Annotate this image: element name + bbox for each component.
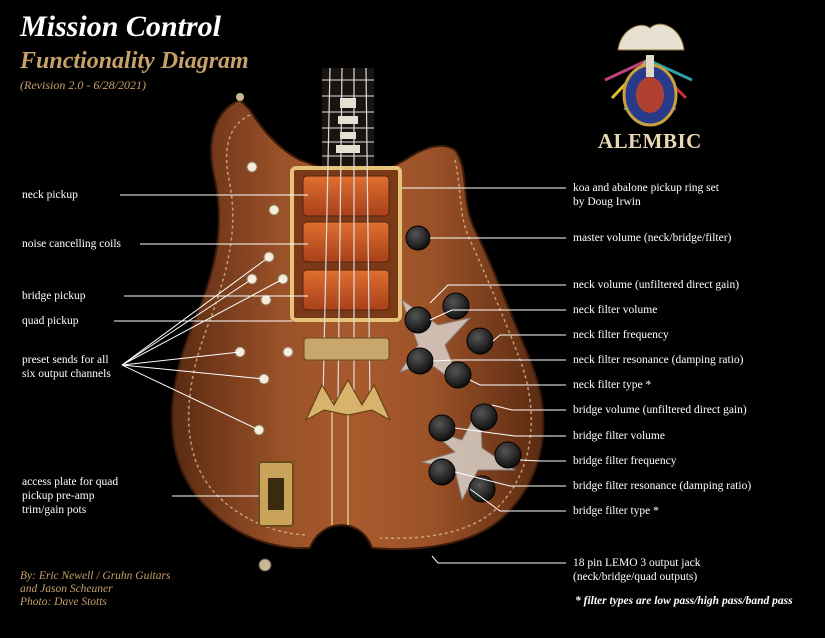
noise-cancelling-coils <box>302 221 390 263</box>
bridge <box>303 337 390 361</box>
bridge-pickup <box>302 269 390 311</box>
label-neck-filter-resonance: neck filter resonance (damping ratio) <box>573 354 744 366</box>
label-bridge-filter-frequency: bridge filter frequency <box>573 455 677 467</box>
alembic-logo-icon <box>604 23 693 127</box>
fret-inlays <box>336 98 360 153</box>
neck-filter-resonance-knob <box>406 347 434 375</box>
label-preset-sends: preset sends for all six output channels <box>22 354 111 380</box>
label-pickup-ring: koa and abalone pickup ring set by Doug … <box>573 182 719 208</box>
control-knobs <box>404 225 522 503</box>
label-bridge-filter-resonance: bridge filter resonance (damping ratio) <box>573 480 752 492</box>
tailpiece <box>304 378 392 422</box>
label-neck-volume: neck volume (unfiltered direct gain) <box>573 279 740 291</box>
bridge-filter-frequency-knob <box>494 441 522 469</box>
label-bridge-filter-type: bridge filter type * <box>573 505 659 517</box>
label-master-volume: master volume (neck/bridge/filter) <box>573 232 732 244</box>
neck-filter-type-knob <box>444 361 472 389</box>
label-access-plate: access plate for quad pickup pre-amp tri… <box>22 476 119 516</box>
revision-note: (Revision 2.0 - 6/28/2021) <box>20 78 146 92</box>
filter-types-footnote: * filter types are low pass/high pass/ba… <box>575 595 793 607</box>
bridge-filter-type-knob <box>468 475 496 503</box>
label-neck-filter-type: neck filter type * <box>573 379 652 391</box>
bridge-volume-knob <box>470 403 498 431</box>
label-neck-pickup: neck pickup <box>22 189 78 201</box>
label-output-jack: 18 pin LEMO 3 output jack (neck/bridge/q… <box>573 557 701 583</box>
leader-lines <box>114 187 566 564</box>
label-quad-pickup: quad pickup <box>22 315 79 327</box>
bridge-filter-volume-knob <box>428 414 456 442</box>
credits: By: Eric Newell / Gruhn Guitars and Jaso… <box>20 570 171 608</box>
label-neck-filter-frequency: neck filter frequency <box>573 329 669 341</box>
label-bridge-filter-volume: bridge filter volume <box>573 430 665 442</box>
bridge-filter-resonance-knob <box>428 458 456 486</box>
neck-filter-frequency-knob <box>466 327 494 355</box>
label-bridge-pickup: bridge pickup <box>22 290 86 302</box>
preset-send-buttons <box>234 161 294 436</box>
page-title: Mission Control <box>20 10 221 43</box>
brand-name: ALEMBIC <box>598 129 702 153</box>
neck-volume-knob <box>442 292 470 320</box>
neck-pickup <box>302 175 390 217</box>
neck-filter-volume-knob <box>404 306 432 334</box>
label-neck-filter-volume: neck filter volume <box>573 304 658 316</box>
page-subtitle: Functionality Diagram <box>20 48 249 74</box>
label-bridge-volume: bridge volume (unfiltered direct gain) <box>573 404 747 416</box>
label-noise-cancelling-coils: noise cancelling coils <box>22 238 121 250</box>
master-volume-knob <box>405 225 431 251</box>
output-jack <box>258 558 272 572</box>
